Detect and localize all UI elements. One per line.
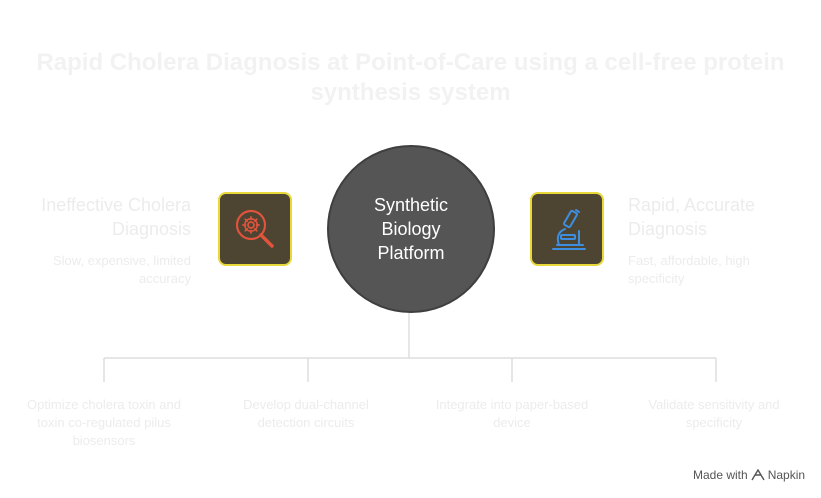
made-with-napkin[interactable]: Made with Napkin [693, 468, 805, 482]
center-label: Synthetic Biology Platform [373, 195, 449, 263]
microscope-icon [552, 209, 586, 250]
branch-label-3: Integrate into paper-based device [435, 397, 589, 430]
problem-description: Slow, expensive, limited accuracy [52, 253, 191, 286]
napkin-logo-icon [751, 469, 765, 481]
problem-icon-box [218, 192, 292, 266]
branch-label-2: Develop dual-channel detection circuits [243, 397, 369, 430]
branch-label-1: Optimize cholera toxin and toxin co-regu… [27, 397, 181, 448]
solution-icon-box [530, 192, 604, 266]
center-node: Synthetic Biology Platform [327, 145, 495, 313]
napkin-brand: Napkin [767, 468, 806, 482]
branch-label-4: Validate sensitivity and specificity [648, 397, 780, 430]
problem-title: Ineffective Cholera Diagnosis [41, 195, 191, 239]
made-with-text: Made with [693, 468, 748, 482]
solution-title: Rapid, Accurate Diagnosis [628, 195, 756, 239]
solution-description: Fast, affordable, high specificity [628, 253, 750, 286]
diagram-title: Rapid Cholera Diagnosis at Point-of-Care… [36, 49, 785, 106]
search-gear-icon [235, 209, 274, 248]
